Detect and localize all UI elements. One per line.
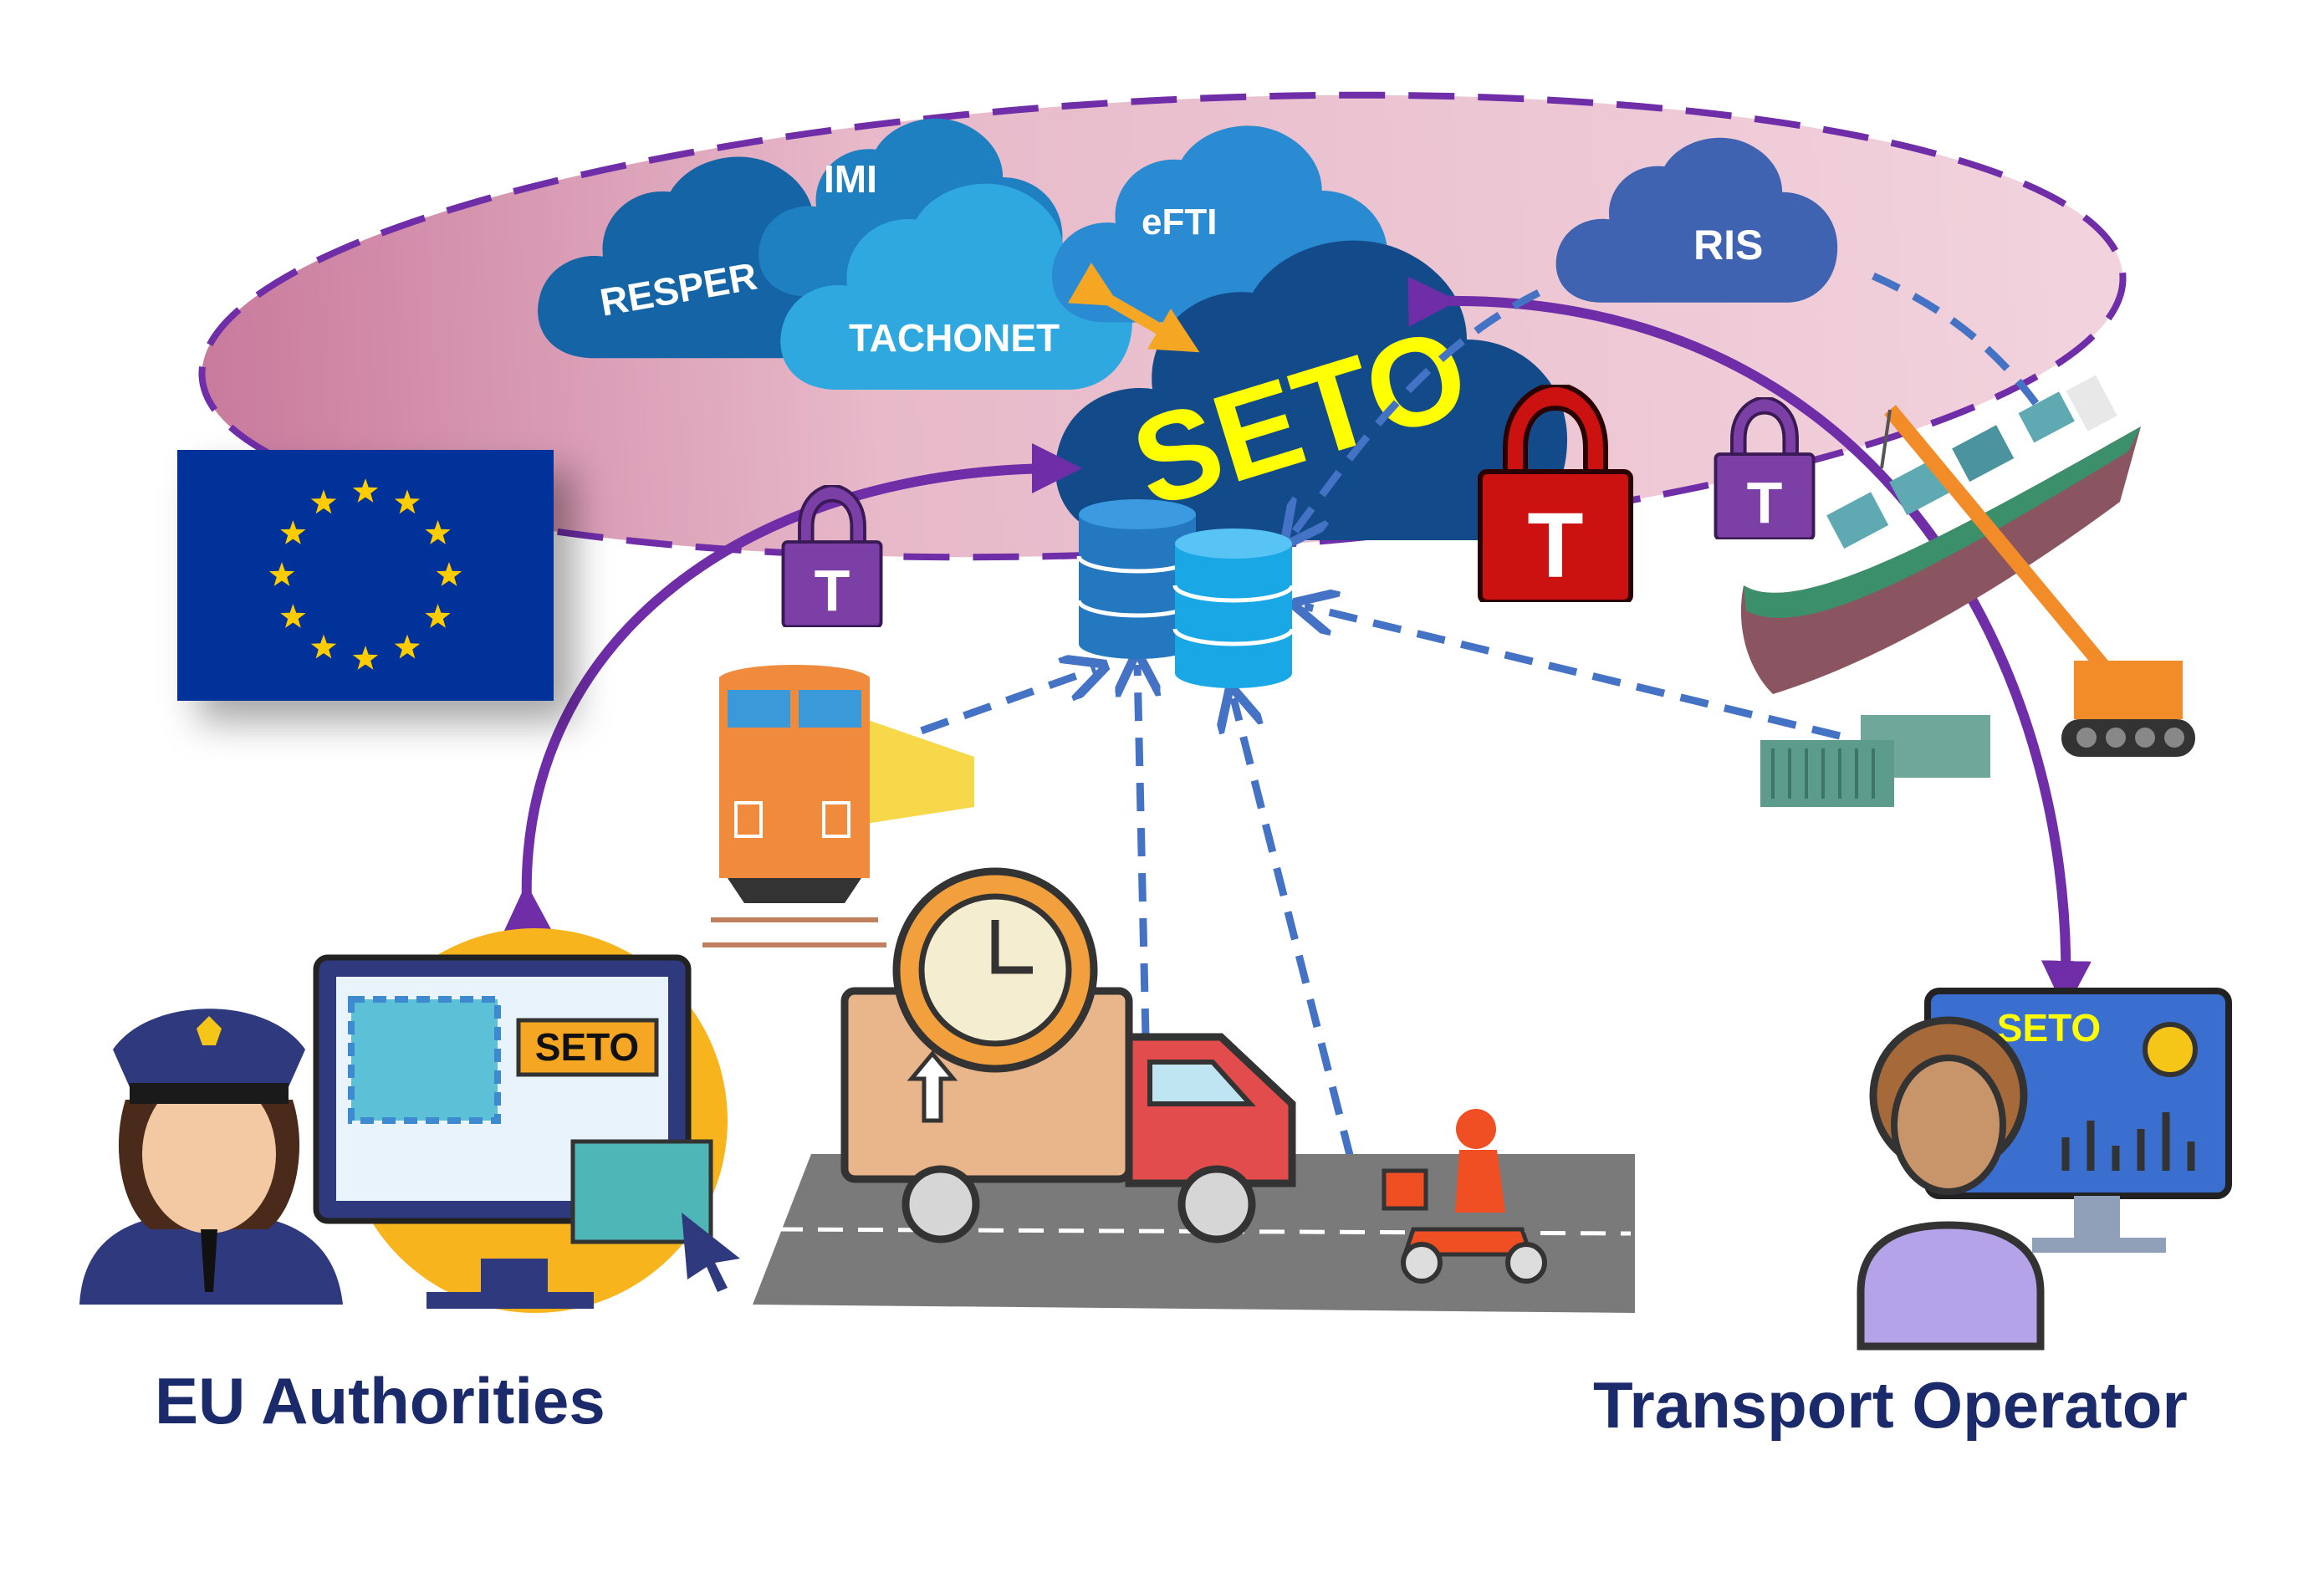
eu-star-icon [280, 520, 306, 544]
eu-star-icon [280, 604, 306, 628]
eu-star-icon [352, 478, 379, 503]
operator-person-icon [1857, 1016, 2045, 1351]
computer-monitor-icon [313, 954, 740, 1309]
clock-icon [892, 867, 1098, 1073]
cloud-label-efti: eFTI [1142, 202, 1217, 243]
eu-star-icon [310, 489, 337, 514]
operator-seto-arc [1407, 276, 2092, 1011]
scooter-db-dashed-line [1234, 698, 1355, 1160]
ris-ship-dashed-line [1872, 272, 2044, 412]
container-icon [1760, 715, 1990, 807]
eu-authorities-caption: EU Authorities [155, 1364, 605, 1438]
eu-stars [268, 478, 462, 670]
lock-icon: T [1480, 385, 1631, 602]
eu-star-icon [394, 634, 421, 659]
eu-star-icon [425, 604, 451, 628]
operator-screen-label: SETO [1997, 1006, 2101, 1050]
tachonet-seto-arrow [1067, 262, 1200, 353]
eu-star-icon [436, 562, 462, 586]
svg-text:T: T [1747, 470, 1783, 535]
train-icon [702, 665, 974, 947]
lock-icon: T [781, 485, 883, 627]
eu-star-icon [352, 646, 379, 670]
database-icon [1076, 499, 1198, 659]
database-icon [1172, 529, 1295, 688]
truck-db-dashed-line [1137, 665, 1146, 1038]
eu-star-icon [425, 520, 451, 544]
police-officer-icon [79, 1009, 343, 1305]
eu-star-icon [394, 489, 421, 514]
transport-operator-caption: Transport Operator [1593, 1368, 2188, 1442]
cloud-label-imi: IMI [824, 157, 877, 201]
svg-text:T: T [815, 558, 850, 623]
container-db-dashed-line [1305, 606, 1841, 740]
crane-icon [1880, 405, 2195, 757]
authority-seto-arc [503, 443, 1082, 934]
cloud-label-ris: RIS [1693, 222, 1763, 268]
scooter-courier-icon [1382, 1109, 1547, 1284]
seto-db-dashed-line [1292, 289, 1541, 535]
eu-star-icon [310, 634, 337, 659]
authority-screen-label: SETO [535, 1025, 639, 1069]
lock-icon: T [1714, 397, 1816, 539]
eu-star-icon [268, 562, 295, 586]
svg-text:T: T [1527, 494, 1583, 597]
cloud-label-tachonet: TACHONET [849, 316, 1060, 360]
